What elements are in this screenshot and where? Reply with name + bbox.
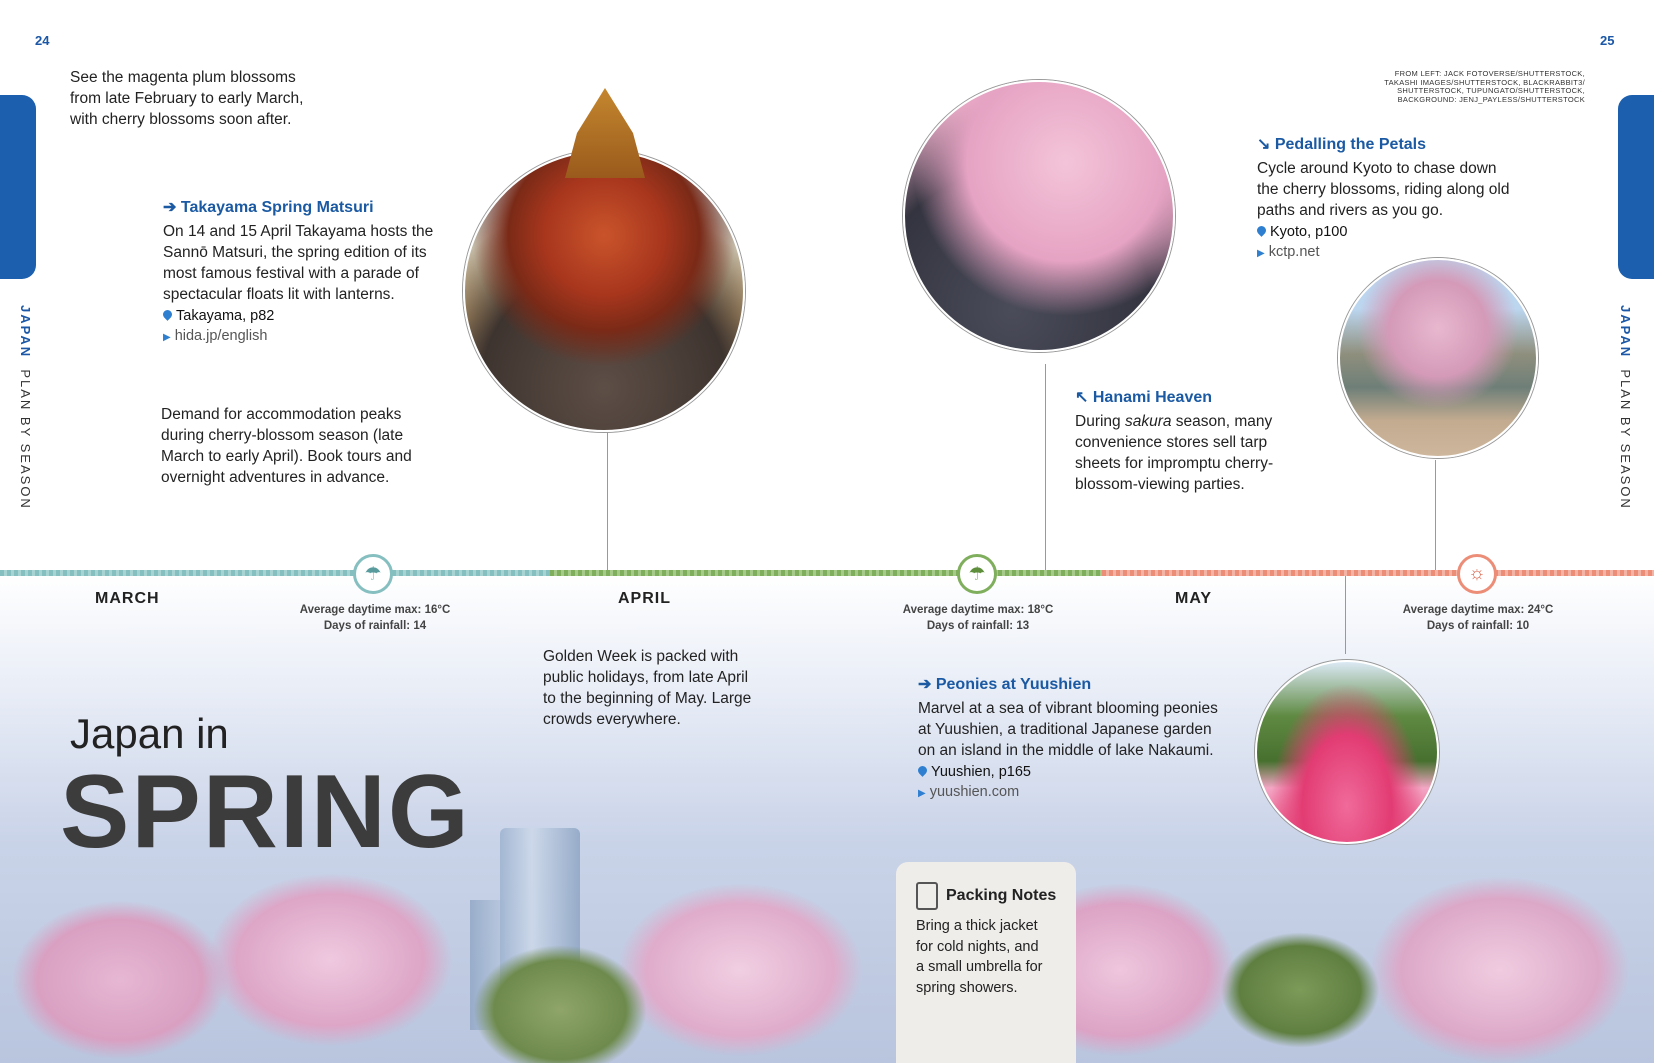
hanami-feature: ↖ Hanami Heaven During sakura season, ma… bbox=[1075, 387, 1305, 495]
section-tab-right bbox=[1618, 95, 1654, 279]
takayama-feature: ➔ Takayama Spring Matsuri On 14 and 15 A… bbox=[161, 197, 463, 344]
pedalling-link[interactable]: ▶kctp.net bbox=[1257, 244, 1320, 260]
peonies-body: Marvel at a sea of vibrant blooming peon… bbox=[918, 700, 1218, 759]
month-april: APRIL bbox=[618, 590, 671, 607]
peonies-feature: ➔ Peonies at Yuushien Marvel at a sea of… bbox=[916, 674, 1238, 800]
connector-line bbox=[1045, 364, 1046, 570]
timeline-march-bar bbox=[0, 570, 550, 576]
luggage-icon bbox=[916, 882, 938, 910]
peony-garden-photo bbox=[1255, 660, 1439, 844]
timeline-may-bar bbox=[1102, 570, 1654, 576]
peonies-location: Yuushien, p165 bbox=[916, 764, 1238, 780]
peonies-link[interactable]: ▶yuushien.com bbox=[918, 784, 1020, 800]
side-label-left: JAPAN PLAN BY SEASON bbox=[18, 305, 33, 510]
side-label-right: JAPAN PLAN BY SEASON bbox=[1618, 305, 1633, 510]
arrow-down-right-icon: ↘ bbox=[1257, 136, 1271, 153]
arrow-up-left-icon: ↖ bbox=[1075, 389, 1089, 406]
hanami-body: During sakura season, many convenience s… bbox=[1075, 413, 1274, 493]
kyoto-cyclist-photo bbox=[1338, 258, 1538, 458]
pedalling-heading: ↘ Pedalling the Petals bbox=[1257, 136, 1427, 153]
hanami-crowd-photo bbox=[903, 80, 1175, 352]
takayama-link[interactable]: ▶hida.jp/english bbox=[163, 328, 268, 344]
play-triangle-icon: ▶ bbox=[163, 332, 171, 343]
location-pin-icon bbox=[916, 764, 929, 777]
timeline-april-bar bbox=[550, 570, 1102, 576]
rain-cloud-icon: ☂ bbox=[957, 554, 997, 594]
section-tab-left bbox=[0, 95, 36, 279]
packing-heading: Packing Notes bbox=[946, 887, 1057, 904]
festival-roof-ornament bbox=[565, 88, 645, 178]
hanami-heading: ↖ Hanami Heaven bbox=[1075, 389, 1213, 406]
play-triangle-icon: ▶ bbox=[918, 788, 926, 799]
connector-line bbox=[1435, 460, 1436, 570]
connector-line bbox=[1345, 576, 1346, 654]
photo-credits: FROM LEFT: JACK FOTOVERSE/SHUTTERSTOCK,T… bbox=[1384, 69, 1585, 104]
arrow-right-icon: ➔ bbox=[918, 676, 932, 693]
month-march: MARCH bbox=[95, 590, 160, 607]
page-number-left: 24 bbox=[35, 33, 50, 48]
takayama-heading: ➔ Takayama Spring Matsuri bbox=[163, 199, 374, 216]
rain-cloud-icon: ☂ bbox=[353, 554, 393, 594]
festival-float-photo bbox=[463, 150, 745, 432]
takayama-location: Takayama, p82 bbox=[161, 308, 463, 324]
month-may: MAY bbox=[1175, 590, 1213, 607]
peonies-heading: ➔ Peonies at Yuushien bbox=[918, 676, 1092, 693]
pedalling-location: Kyoto, p100 bbox=[1255, 224, 1547, 240]
location-pin-icon bbox=[161, 308, 174, 321]
sun-icon: ☼ bbox=[1457, 554, 1497, 594]
arrow-right-icon: ➔ bbox=[163, 199, 177, 216]
title-season: SPRING bbox=[60, 754, 471, 870]
play-triangle-icon: ▶ bbox=[1257, 248, 1265, 259]
cherry-blossom-trees-image bbox=[0, 820, 1654, 1063]
page-number-right: 25 bbox=[1600, 33, 1615, 48]
title-prefix: Japan in bbox=[70, 710, 229, 757]
location-pin-icon bbox=[1255, 224, 1268, 237]
pedalling-feature: ↘ Pedalling the Petals Cycle around Kyot… bbox=[1255, 134, 1547, 260]
connector-line bbox=[607, 432, 608, 570]
